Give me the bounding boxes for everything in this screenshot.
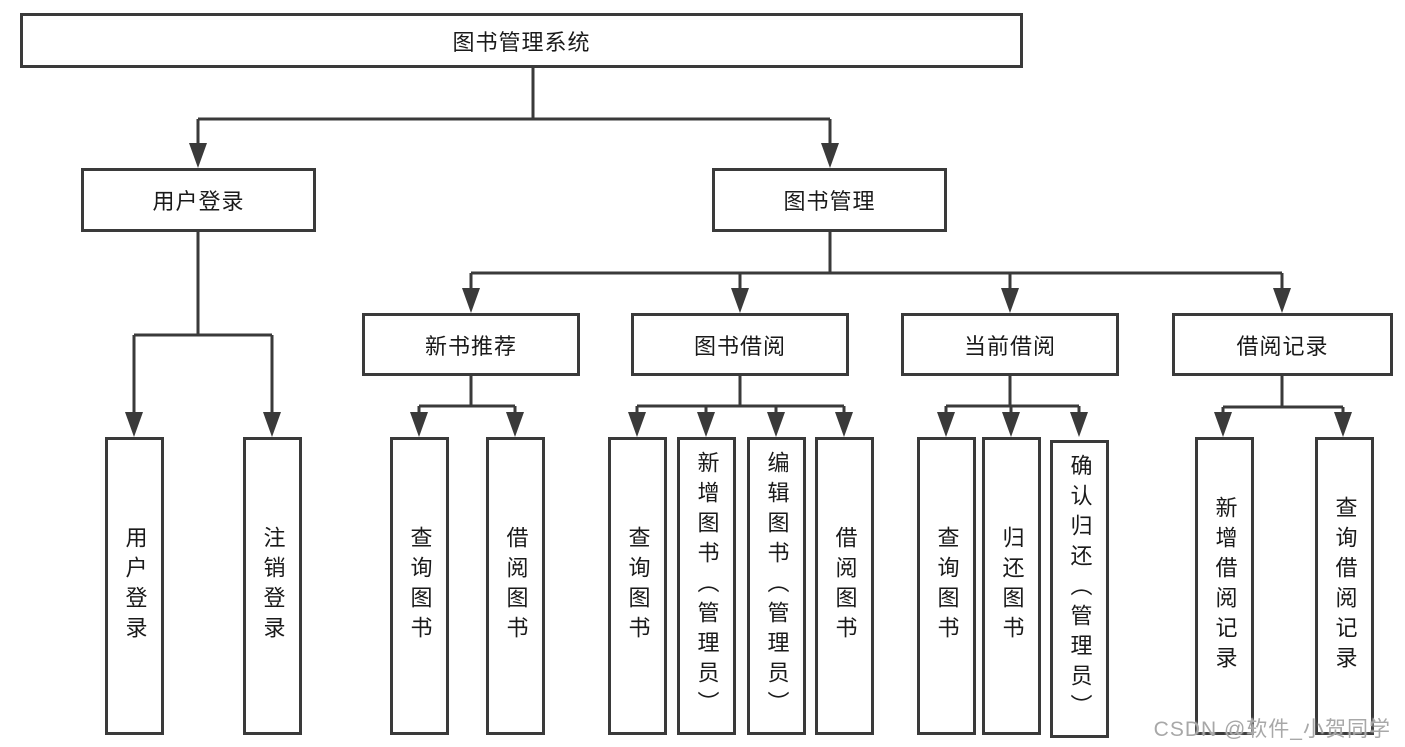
- leaf-recommend-borrow-book: 借阅图书: [486, 437, 545, 735]
- csdn-watermark: CSDN @软件_小贺同学: [1153, 718, 1391, 741]
- leaf-borrowing-borrow-book: 借阅图书: [815, 437, 874, 735]
- arrow-down-icon: [1334, 412, 1352, 437]
- leaf-records-query-record: 查询借阅记录: [1315, 437, 1374, 735]
- leaf-user-login: 用户登录: [105, 437, 164, 735]
- leaf-label: 归还图书: [999, 526, 1025, 646]
- leaf-label: 注销登录: [260, 526, 286, 646]
- leaf-records-add-record: 新增借阅记录: [1195, 437, 1254, 735]
- arrow-down-icon: [628, 412, 646, 437]
- arrow-down-icon: [697, 412, 715, 437]
- leaf-recommend-query-book: 查询图书: [390, 437, 449, 735]
- edge-bookmgmt-to-level3: [469, 232, 1284, 290]
- arrow-down-icon: [1002, 412, 1020, 437]
- leaf-label: 新增借阅记录: [1212, 496, 1238, 676]
- leaf-label: 确认归还（管理员）: [1067, 454, 1093, 724]
- leaf-label: 编辑图书（管理员）: [764, 451, 790, 721]
- arrow-down-icon: [410, 412, 428, 437]
- arrow-down-icon: [263, 412, 281, 437]
- leaf-label: 查询借阅记录: [1332, 496, 1358, 676]
- arrow-down-icon: [125, 412, 143, 437]
- leaf-current-query-book: 查询图书: [917, 437, 976, 735]
- arrow-down-icon: [937, 412, 955, 437]
- node-current-borrowing: 当前借阅: [901, 313, 1119, 376]
- leaf-current-confirm-return-admin: 确认归还（管理员）: [1050, 440, 1109, 738]
- node-root-library-management-system: 图书管理系统: [20, 13, 1023, 68]
- arrow-down-icon: [731, 288, 749, 313]
- leaf-borrowing-query-book: 查询图书: [608, 437, 667, 735]
- node-new-book-recommend: 新书推荐: [362, 313, 580, 376]
- arrow-down-icon: [1001, 288, 1019, 313]
- arrow-down-icon: [835, 412, 853, 437]
- leaf-label: 用户登录: [122, 526, 148, 646]
- node-borrowing-records: 借阅记录: [1172, 313, 1393, 376]
- arrow-down-icon: [821, 143, 839, 168]
- arrow-down-icons: [125, 143, 1352, 437]
- arrow-down-icon: [189, 143, 207, 168]
- arrow-down-icon: [767, 412, 785, 437]
- leaf-label: 查询图书: [407, 526, 433, 646]
- edge-current-to-leaves: [944, 376, 1081, 414]
- edge-borrowing-to-leaves: [635, 376, 846, 414]
- leaf-label: 借阅图书: [832, 526, 858, 646]
- node-book-management: 图书管理: [712, 168, 947, 232]
- edge-userlogin-to-leaves: [132, 232, 274, 414]
- leaf-borrowing-add-book-admin: 新增图书（管理员）: [677, 437, 736, 735]
- leaf-borrowing-edit-book-admin: 编辑图书（管理员）: [747, 437, 806, 735]
- leaf-label: 新增图书（管理员）: [694, 451, 720, 721]
- edge-root-to-level2: [196, 68, 832, 145]
- arrow-down-icon: [1273, 288, 1291, 313]
- arrow-down-icon: [1070, 412, 1088, 437]
- edge-recommend-to-leaves: [417, 376, 517, 414]
- leaf-label: 查询图书: [625, 526, 651, 646]
- leaf-label: 借阅图书: [503, 526, 529, 646]
- arrow-down-icon: [462, 288, 480, 313]
- arrow-down-icon: [1214, 412, 1232, 437]
- leaf-logout: 注销登录: [243, 437, 302, 735]
- arrow-down-icon: [506, 412, 524, 437]
- leaf-label: 查询图书: [934, 526, 960, 646]
- edge-records-to-leaves: [1221, 376, 1345, 414]
- leaf-current-return-book: 归还图书: [982, 437, 1041, 735]
- node-book-borrowing: 图书借阅: [631, 313, 849, 376]
- node-user-login: 用户登录: [81, 168, 316, 232]
